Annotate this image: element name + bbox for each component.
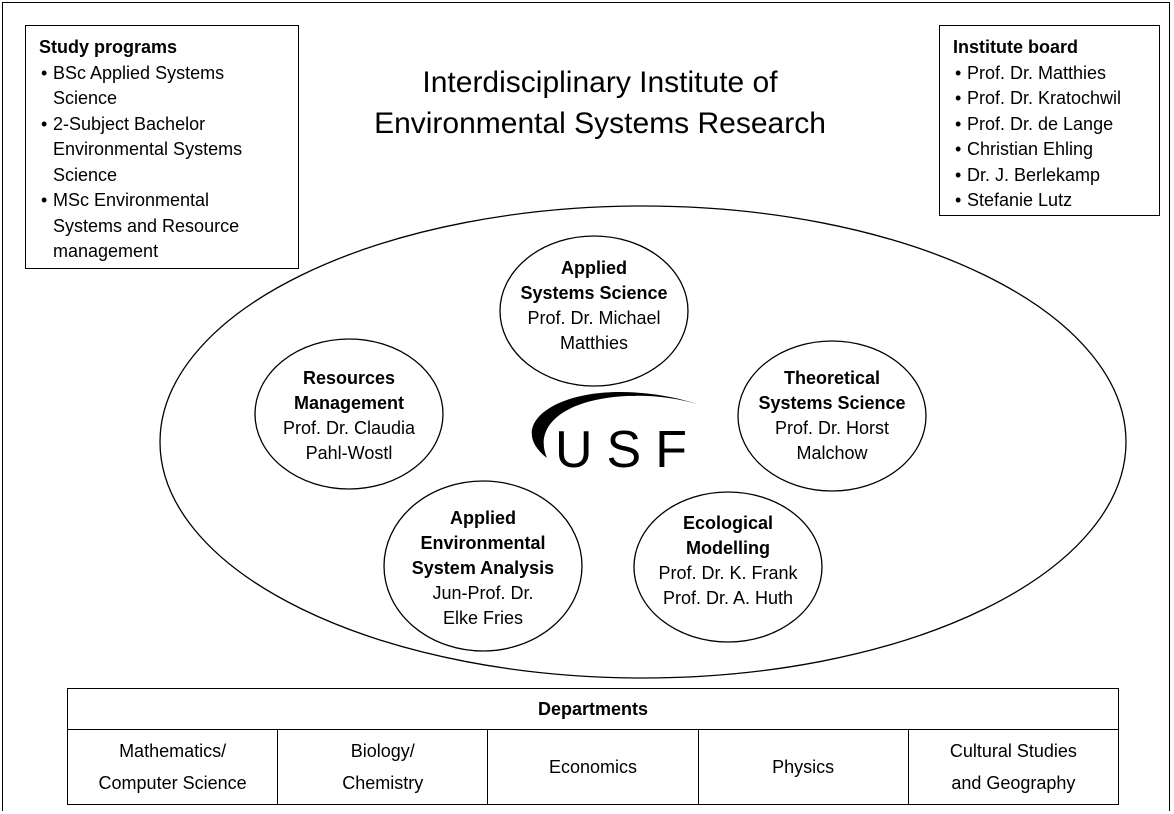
institute-board-list: Prof. Dr. Matthies Prof. Dr. Kratochwil … bbox=[953, 61, 1159, 214]
institute-ellipse bbox=[159, 205, 1127, 679]
group-person-line: Matthies bbox=[559, 333, 629, 353]
group-name-line: Systems Science bbox=[520, 283, 668, 303]
study-programs-box: Study programs BSc Applied Systems Scien… bbox=[25, 25, 299, 269]
group-name-line: System Analysis bbox=[411, 558, 555, 578]
board-member: Stefanie Lutz bbox=[953, 188, 1159, 214]
group-person-line: Prof. Dr. A. Huth bbox=[662, 588, 794, 608]
group-name-line: Systems Science bbox=[758, 393, 906, 413]
group-applied-environmental-system-analysis: Applied Environmental System Analysis Ju… bbox=[384, 506, 582, 631]
study-program-item: BSc Applied Systems Science bbox=[39, 61, 298, 112]
department-cell: Economics bbox=[487, 729, 699, 805]
department-line: Computer Science bbox=[98, 773, 247, 793]
study-program-line: management bbox=[53, 241, 159, 261]
group-circle-applied-environmental-system-analysis bbox=[383, 480, 583, 652]
study-program-line: MSc Environmental bbox=[53, 190, 210, 210]
title-line: Interdisciplinary Institute of bbox=[422, 66, 778, 99]
study-program-line: 2-Subject Bachelor bbox=[53, 113, 206, 134]
title-line: Environmental Systems Research bbox=[374, 107, 826, 140]
group-circle-resources-management bbox=[254, 338, 444, 490]
group-theoretical-systems-science: Theoretical Systems Science Prof. Dr. Ho… bbox=[738, 366, 926, 466]
department-line: Biology/ bbox=[350, 741, 415, 761]
study-program-line: Systems and Resource bbox=[53, 215, 240, 236]
group-person-line: Prof. Dr. Claudia bbox=[282, 418, 416, 438]
usf-logo: USF bbox=[555, 421, 701, 479]
group-person-line: Elke Fries bbox=[442, 608, 523, 628]
group-name-line: Modelling bbox=[686, 538, 770, 558]
departments-heading: Departments bbox=[67, 688, 1119, 730]
board-member: Dr. J. Berlekamp bbox=[953, 163, 1159, 189]
department-line: Cultural Studies bbox=[949, 741, 1077, 761]
institute-board-box: Institute board Prof. Dr. Matthies Prof.… bbox=[939, 25, 1160, 216]
study-program-line: Environmental Systems bbox=[53, 139, 243, 159]
department-line: and Geography bbox=[951, 773, 1076, 793]
department-cell: Physics bbox=[697, 729, 909, 805]
group-circle-ecological-modelling bbox=[633, 491, 823, 643]
group-resources-management: Resources Management Prof. Dr. Claudia P… bbox=[255, 366, 443, 466]
group-name-line: Applied bbox=[450, 508, 516, 528]
group-person-line: Jun-Prof. Dr. bbox=[432, 583, 534, 603]
study-program-line: Science bbox=[53, 88, 118, 108]
page-title: Interdisciplinary Institute of Environme… bbox=[330, 62, 870, 144]
group-person-line: Malchow bbox=[796, 443, 868, 463]
department-cell: Cultural Studies and Geography bbox=[907, 729, 1120, 805]
departments-table: Departments Mathematics/ Computer Scienc… bbox=[66, 688, 1120, 805]
group-person-line: Pahl-Wostl bbox=[305, 443, 393, 463]
board-member: Christian Ehling bbox=[953, 137, 1159, 163]
department-line: Physics bbox=[772, 757, 835, 777]
department-line: Economics bbox=[548, 757, 637, 777]
study-program-item: 2-Subject Bachelor Environmental Systems… bbox=[39, 112, 298, 189]
department-line: Chemistry bbox=[342, 773, 424, 793]
group-circle-theoretical-systems-science bbox=[737, 340, 927, 492]
department-cell: Biology/ Chemistry bbox=[277, 729, 489, 805]
group-applied-systems-science: Applied Systems Science Prof. Dr. Michae… bbox=[500, 256, 688, 356]
study-programs-heading: Study programs bbox=[39, 37, 178, 57]
board-member: Prof. Dr. Matthies bbox=[953, 61, 1159, 87]
group-person-line: Prof. Dr. K. Frank bbox=[658, 563, 798, 583]
group-name-line: Environmental bbox=[420, 533, 546, 553]
department-cell: Mathematics/ Computer Science bbox=[66, 729, 279, 805]
group-ecological-modelling: Ecological Modelling Prof. Dr. K. Frank … bbox=[634, 511, 822, 611]
group-person-line: Prof. Dr. Horst bbox=[774, 418, 890, 438]
study-program-line: BSc Applied Systems bbox=[53, 62, 225, 83]
study-program-line: Science bbox=[53, 164, 118, 185]
board-member: Prof. Dr. Kratochwil bbox=[953, 86, 1159, 112]
board-member: Prof. Dr. de Lange bbox=[953, 112, 1159, 138]
study-program-item: MSc Environmental Systems and Resource m… bbox=[39, 188, 298, 265]
group-name-line: Theoretical bbox=[783, 368, 881, 388]
department-line: Mathematics/ bbox=[119, 741, 227, 761]
group-person-line: Prof. Dr. Michael bbox=[527, 308, 661, 328]
study-programs-list: BSc Applied Systems Science 2-Subject Ba… bbox=[39, 61, 298, 265]
group-circle-applied-systems-science bbox=[499, 235, 689, 387]
group-name-line: Management bbox=[293, 393, 405, 413]
group-name-line: Applied bbox=[561, 258, 627, 278]
group-name-line: Resources bbox=[302, 368, 396, 388]
institute-board-heading: Institute board bbox=[953, 37, 1078, 57]
group-name-line: Ecological bbox=[682, 513, 774, 533]
